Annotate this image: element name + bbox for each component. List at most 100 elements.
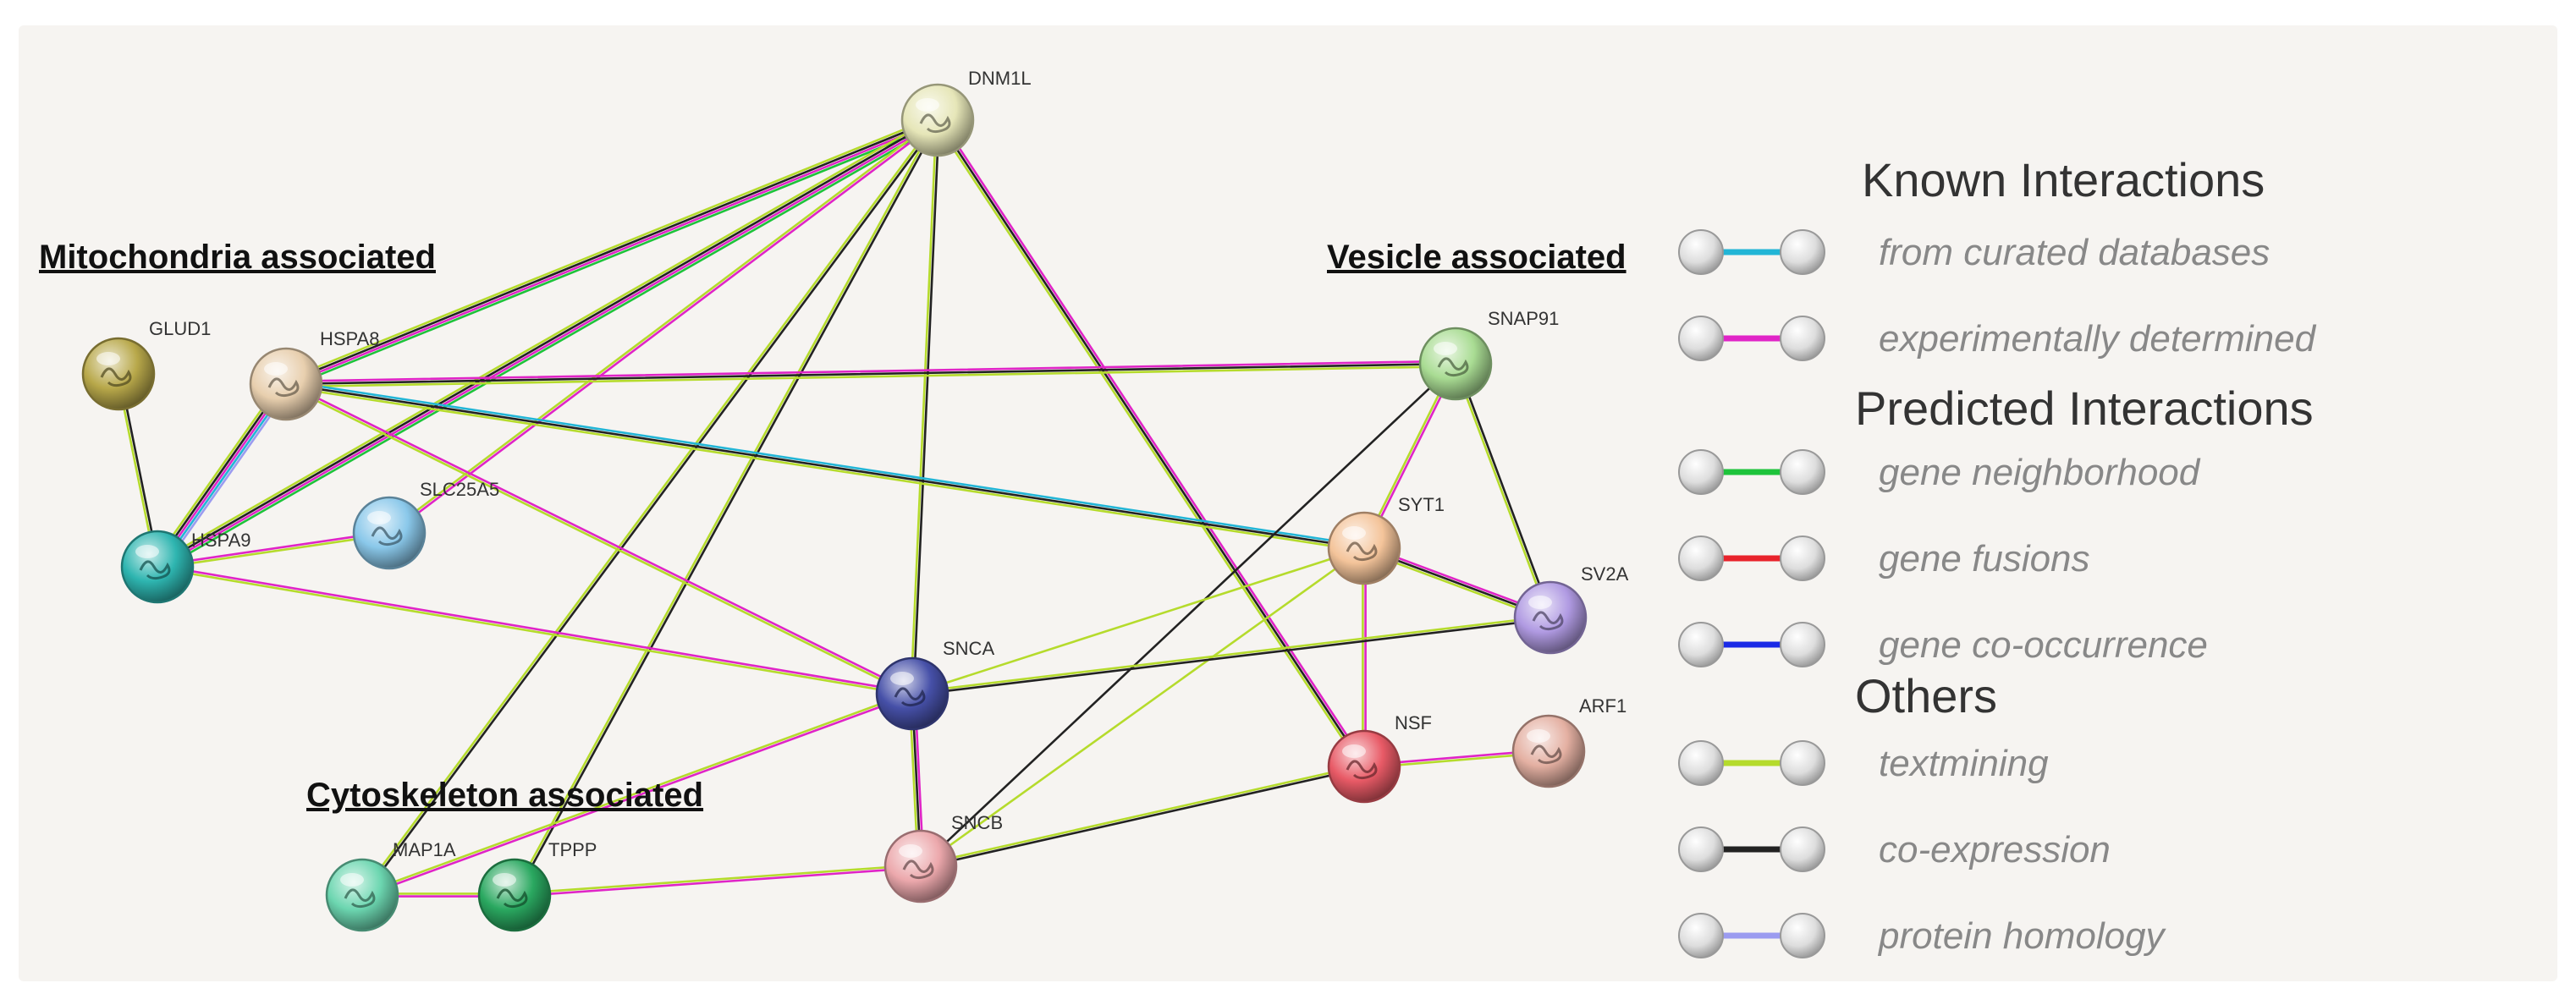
node-label: SNCA [943, 638, 994, 659]
protein-structure-icon [1437, 357, 1469, 377]
edge-evidence-coexpression [911, 618, 1552, 696]
protein-node-slc25a5[interactable]: SLC25A5 [352, 479, 499, 570]
edge-evidence-textmining [911, 615, 1552, 694]
legend-node [1780, 827, 1825, 872]
protein-structure-icon [1346, 760, 1378, 780]
protein-node-glud1[interactable]: GLUD1 [81, 318, 211, 411]
protein-node-hspa9[interactable]: HSPA9 [120, 530, 251, 604]
node-sphere [325, 858, 399, 932]
edge-evidence-coexpression [284, 362, 1457, 386]
edge-HSPA8-SNAP91 [284, 360, 1457, 388]
edge-SYT1-SNCB [919, 546, 1366, 868]
edge-evidence-textmining [151, 380, 283, 565]
edge-evidence-experimental [284, 360, 1457, 383]
edge-SNAP91-SV2A [1453, 362, 1553, 619]
edge-evidence-textmining [156, 533, 391, 569]
protein-node-snca[interactable]: SNCA [875, 638, 994, 731]
edge-evidence-coexpression [936, 118, 1366, 768]
edge-SYT1-SNCA [911, 546, 1366, 695]
node-highlight [264, 362, 288, 376]
node-highlight [135, 545, 159, 558]
node-sphere [249, 347, 323, 421]
group-label-cytoskeleton: Cytoskeleton associated [306, 777, 704, 814]
node-label: NSF [1395, 712, 1432, 733]
protein-node-map1a[interactable]: MAP1A [325, 839, 456, 932]
edge-evidence-coexpression [515, 119, 940, 898]
node-sphere [1511, 714, 1586, 788]
node-sphere [1327, 729, 1401, 804]
protein-node-tppp[interactable]: TPPP [477, 839, 597, 932]
protein-structure-icon [1530, 744, 1562, 765]
edge-SNAP91-SNCB [919, 362, 1457, 868]
edge-evidence-textmining [1453, 363, 1550, 619]
edge-evidence-coexpression [155, 118, 938, 567]
protein-node-nsf[interactable]: NSF [1327, 712, 1432, 804]
protein-structure-icon [902, 859, 934, 880]
legend-node [1780, 740, 1825, 786]
edge-evidence-textmining [284, 385, 1365, 552]
legend-swatch-icon [1678, 622, 1825, 667]
legend-node [1780, 913, 1825, 958]
node-highlight [340, 873, 364, 887]
node-sphere [352, 496, 427, 570]
edge-evidence-coexpression [912, 118, 940, 695]
edge-evidence-curated [285, 380, 1366, 547]
edge-evidence-textmining [910, 118, 938, 695]
legend-item-curated: from curated databases [1676, 227, 2437, 277]
legend-item-label: textmining [1879, 743, 2049, 784]
node-label: SNCB [951, 812, 1003, 833]
legend-node [1780, 229, 1825, 275]
node-sphere [900, 83, 975, 157]
node-label: SNAP91 [1488, 308, 1559, 329]
legend-node [1780, 535, 1825, 581]
protein-node-hspa8[interactable]: HSPA8 [249, 328, 380, 421]
protein-node-sncb[interactable]: SNCB [883, 812, 1003, 903]
edge-evidence-textmining [512, 118, 938, 896]
node-highlight [1528, 596, 1552, 609]
figure-background [19, 25, 2557, 981]
edge-HSPA8-SYT1 [284, 380, 1366, 552]
protein-node-dnm1l[interactable]: DNM1L [900, 68, 1032, 157]
legend-swatch-icon [1678, 316, 1825, 361]
node-label: HSPA8 [320, 328, 380, 349]
edge-evidence-textmining [513, 864, 922, 895]
protein-structure-icon [1346, 541, 1378, 562]
legend-swatch-icon [1678, 827, 1825, 872]
protein-structure-icon [139, 560, 171, 580]
protein-node-snap91[interactable]: SNAP91 [1418, 308, 1559, 401]
group-label-vesicle: Vesicle associated [1327, 239, 1627, 276]
legend-item-label: experimentally determined [1879, 318, 2316, 360]
edge-evidence-curated [158, 384, 289, 570]
legend-swatch-icon [1678, 740, 1825, 786]
legend-node [1678, 827, 1724, 872]
node-highlight [367, 511, 391, 524]
node-label: GLUD1 [149, 318, 211, 339]
edge-evidence-textmining [283, 384, 913, 696]
edge-DNM1L-HSPA8 [283, 115, 941, 389]
edge-DNM1L-SNCA [910, 118, 940, 695]
protein-node-syt1[interactable]: SYT1 [1327, 494, 1445, 585]
edge-evidence-textmining [911, 546, 1366, 695]
protein-node-sv2a[interactable]: SV2A [1513, 563, 1629, 655]
legend-node [1678, 229, 1724, 275]
edge-SNCA-MAP1A [361, 691, 914, 898]
node-sphere [1418, 327, 1493, 401]
node-label: SYT1 [1398, 494, 1445, 515]
legend-node [1678, 316, 1724, 361]
legend-heading-known: Known Interactions [1862, 153, 2265, 206]
edge-evidence-coexpression [361, 119, 940, 898]
legend: Known Interactions Predicted Interaction… [1676, 152, 2556, 964]
edge-evidence-textmining [284, 365, 1457, 388]
protein-node-arf1[interactable]: ARF1 [1511, 695, 1627, 788]
node-label: TPPP [548, 839, 597, 860]
legend-node [1678, 622, 1724, 667]
edge-DNM1L-MAP1A [360, 118, 940, 898]
legend-item-homology: protein homology [1676, 910, 2437, 961]
legend-item-label: gene fusions [1879, 538, 2090, 579]
legend-swatch-icon [1678, 449, 1825, 495]
legend-node [1780, 316, 1825, 361]
edge-evidence-experimental [938, 117, 1368, 766]
protein-structure-icon [496, 888, 528, 909]
node-sphere [883, 829, 958, 903]
